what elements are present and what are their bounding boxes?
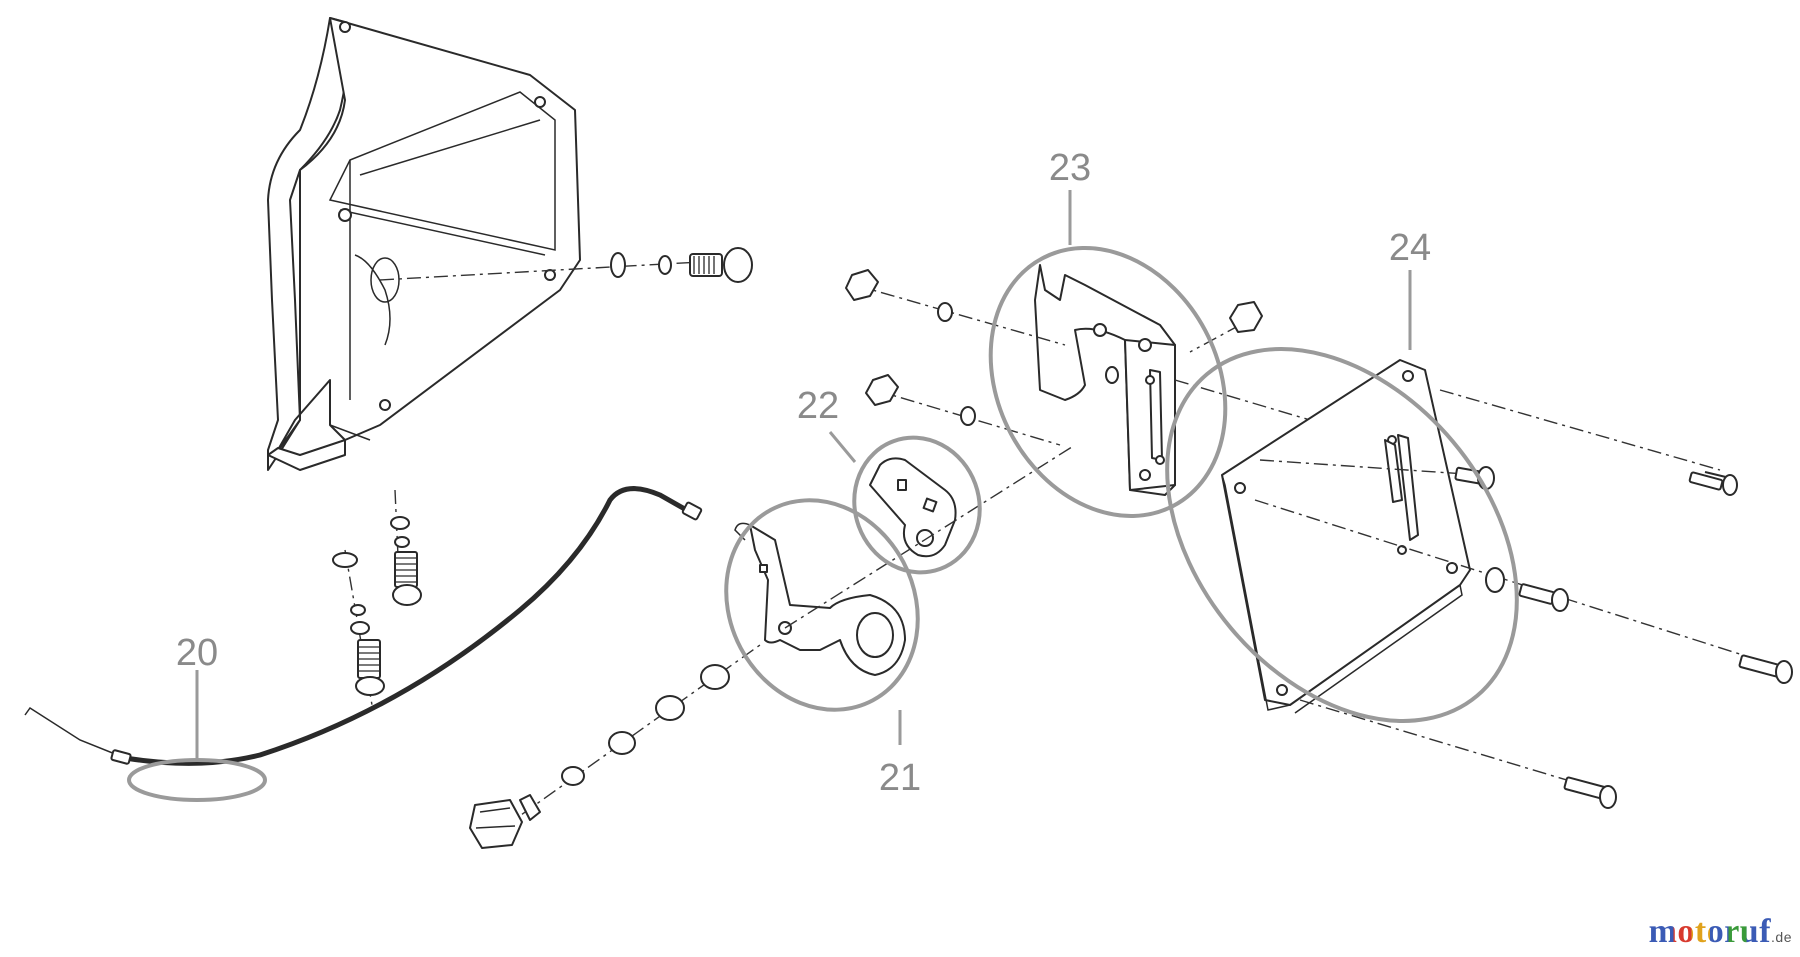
callout-20: 20 bbox=[127, 632, 267, 802]
part-label-24: 24 bbox=[1389, 227, 1431, 269]
top-screw-set bbox=[379, 247, 753, 283]
center-axis bbox=[784, 444, 1076, 629]
housing bbox=[267, 17, 581, 471]
part-label-21: 21 bbox=[879, 757, 921, 799]
callout-22: 22 bbox=[797, 385, 982, 575]
watermark-main: motoruf bbox=[1648, 913, 1772, 950]
lever-hardware bbox=[469, 644, 761, 849]
part-label-23: 23 bbox=[1049, 147, 1091, 189]
lower-screw-set bbox=[332, 489, 422, 706]
plate bbox=[869, 457, 957, 558]
angle-bracket bbox=[1034, 264, 1176, 496]
callout-24: 24 bbox=[1165, 227, 1519, 723]
motoruf-watermark: motoruf.de bbox=[1649, 913, 1792, 951]
callout-21: 21 bbox=[724, 498, 921, 799]
mounting-plate-hardware bbox=[1254, 389, 1793, 809]
mounting-plate bbox=[1221, 359, 1471, 714]
callout-23: 23 bbox=[988, 147, 1228, 518]
part-label-22: 22 bbox=[797, 385, 839, 427]
bracket-hardware bbox=[845, 269, 1311, 446]
part-label-20: 20 bbox=[176, 632, 218, 674]
watermark-tld: .de bbox=[1771, 929, 1792, 945]
lever-bracket bbox=[734, 522, 906, 676]
